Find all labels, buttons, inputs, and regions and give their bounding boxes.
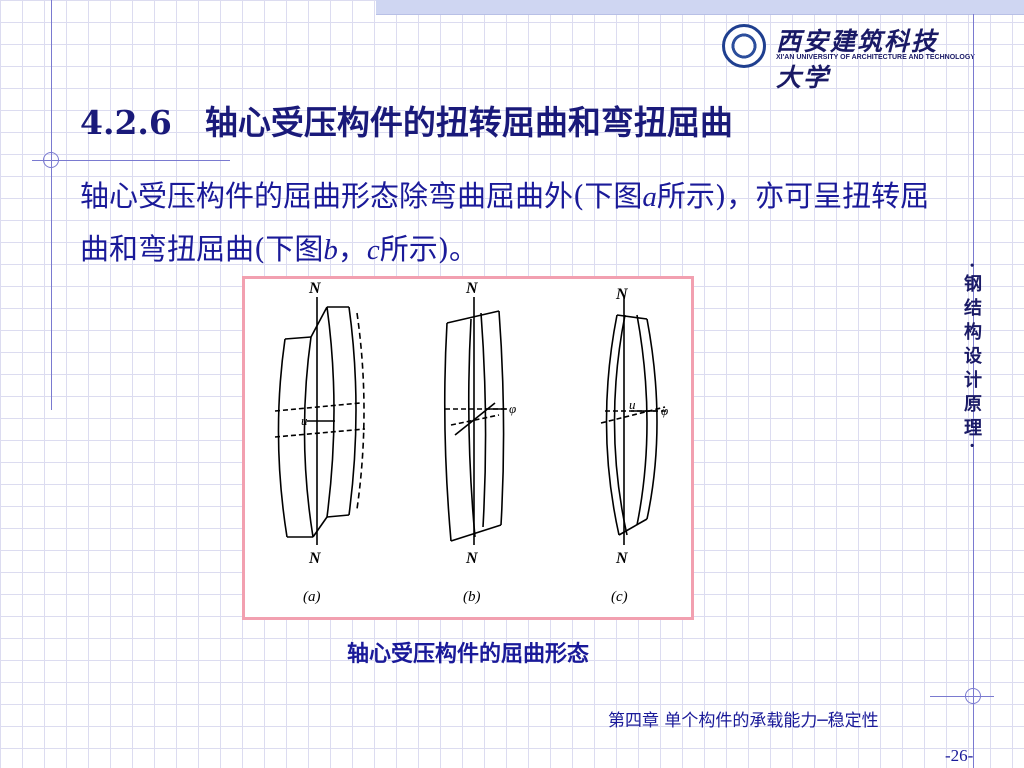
subfigure-label-c: (c) [611, 589, 628, 605]
chapter-footer: 第四章 单个构件的承载能力─稳定性 [608, 711, 879, 731]
column-c-flexural-torsional [600, 297, 669, 545]
slide-title: 4.2.6 轴心受压构件的扭转屈曲和弯扭屈曲 [80, 103, 733, 142]
load-label-c-bottom: N [615, 550, 629, 567]
university-name-en: XI'AN UNIVERSITY OF ARCHITECTURE AND TEC… [776, 54, 975, 61]
course-title-vertical: ·钢结构设计原理· [961, 262, 982, 455]
subfigure-label-b: (b) [463, 589, 481, 605]
column-a-flexural [274, 297, 366, 545]
displacement-label-u-c: u [629, 397, 636, 412]
displacement-label-u-a: u [301, 413, 308, 428]
buckling-figure: N N u N N φ N N u φ (a) (b) (c) [242, 276, 694, 620]
load-label-a-bottom: N [308, 550, 322, 567]
right-corner-ornament [965, 688, 981, 704]
paragraph-separator: ， [337, 232, 367, 266]
load-label-b-bottom: N [465, 550, 479, 567]
rotation-label-phi-c: φ [661, 403, 668, 418]
load-label-c-top: N [615, 286, 629, 303]
paragraph-text-3: 所示)。 [379, 232, 479, 266]
column-b-torsional [443, 297, 507, 545]
paragraph-text-1: 轴心受压构件的屈曲形态除弯曲屈曲外(下图 [80, 179, 643, 213]
left-vertical-rule [51, 0, 52, 410]
university-seal-icon [722, 24, 766, 68]
figure-ref-c: c [366, 234, 380, 266]
figure-caption: 轴心受压构件的屈曲形态 [346, 641, 589, 667]
left-corner-ornament [43, 152, 59, 168]
body-paragraph: 轴心受压构件的屈曲形态除弯曲屈曲外(下图a所示)，亦可呈扭转屈曲和弯扭屈曲(下图… [80, 170, 940, 276]
university-logo: 西安建筑科技大学 XI'AN UNIVERSITY OF ARCHITECTUR… [722, 22, 975, 92]
buckling-diagram: N N u N N φ N N u φ (a) (b) (c) [274, 280, 669, 605]
university-name-cn: 西安建筑科技大学 [776, 27, 939, 92]
right-horizontal-rule [930, 696, 994, 697]
figure-ref-a: a [642, 181, 657, 213]
figure-ref-b: b [323, 234, 338, 266]
page-number: -26- [945, 746, 974, 765]
load-label-a-top: N [308, 280, 322, 297]
subfigure-label-a: (a) [303, 589, 321, 605]
left-horizontal-rule [32, 160, 230, 161]
top-color-band [376, 0, 1024, 15]
rotation-label-phi-b: φ [509, 401, 516, 416]
right-vertical-rule [973, 14, 974, 768]
paragraph-text-2: 所示)，亦可呈扭转屈曲和弯扭屈曲(下图 [80, 179, 930, 266]
load-label-b-top: N [465, 280, 479, 297]
